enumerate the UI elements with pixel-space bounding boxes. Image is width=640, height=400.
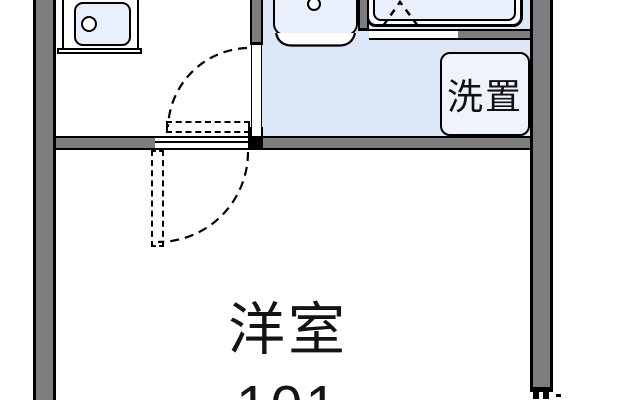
kitchen-sink-drain-icon	[81, 16, 97, 32]
divider-wall-left	[56, 136, 155, 150]
bath-door-threshold	[369, 29, 458, 40]
divider-wall-right	[248, 136, 530, 150]
bath-left-wall	[358, 0, 369, 31]
room-type-label: 洋室	[228, 298, 348, 362]
room-door-threshold	[155, 136, 248, 150]
bath-bottom-wall	[458, 29, 530, 40]
washroom-door-swing-arc	[166, 46, 248, 128]
washer-space-box: 洗置	[440, 52, 530, 136]
room-number-label: 101	[120, 368, 456, 400]
washbasin-faucet-icon	[307, 0, 321, 11]
wall-end-ticks	[533, 392, 561, 399]
room-door-swing-arc	[157, 151, 250, 244]
room-label: 洋室 101	[120, 292, 456, 400]
left-wall	[33, 0, 56, 400]
threshold-line	[155, 141, 248, 143]
bathtub-inner	[373, 0, 516, 21]
washroom-left-wall	[250, 0, 263, 45]
right-wall	[530, 0, 553, 392]
washer-space-label: 洗置	[446, 76, 523, 117]
washroom-door-threshold	[251, 45, 262, 136]
room-door-panel	[151, 150, 164, 247]
kitchen-counter-lip	[57, 48, 142, 54]
washroom-door-panel	[166, 121, 250, 133]
